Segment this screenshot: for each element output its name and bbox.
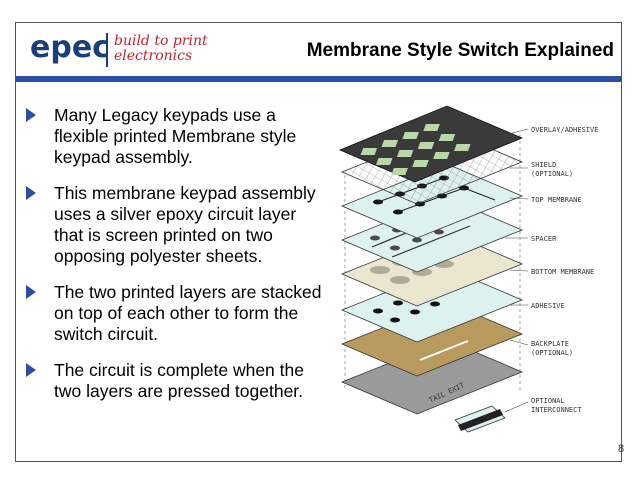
membrane-exploded-diagram: TAIL EXIT OVERLAY/ADHESIVE SHIELD (OPTIO… bbox=[338, 105, 598, 433]
shield-label: SHIELD bbox=[531, 161, 556, 169]
bullet-text: This membrane keypad assembly uses a sil… bbox=[54, 183, 316, 266]
backplate-slot bbox=[419, 340, 469, 361]
logo-tagline-line1: build to print bbox=[114, 33, 208, 49]
overlay-adhesive-label: OVERLAY/ADHESIVE bbox=[531, 126, 598, 134]
top-membrane-label: TOP MEMBRANE bbox=[531, 196, 582, 204]
logo-tagline-line2: electronics bbox=[114, 48, 193, 64]
page-number: 8 bbox=[618, 443, 625, 455]
header-rule bbox=[15, 76, 622, 82]
bullet-text: The circuit is complete when the two lay… bbox=[54, 360, 304, 401]
bullet-arrow-icon bbox=[26, 363, 36, 377]
bullet-text: The two printed layers are stacked on to… bbox=[54, 282, 322, 344]
bullet-text: Many Legacy keypads use a flexible print… bbox=[54, 105, 297, 167]
logo-wordmark: epec bbox=[30, 30, 110, 65]
slide-title: Membrane Style Switch Explained bbox=[306, 40, 614, 61]
backplate-optional-label: (OPTIONAL) bbox=[531, 349, 573, 357]
bullet-item: This membrane keypad assembly uses a sil… bbox=[22, 183, 322, 267]
bullet-item: The circuit is complete when the two lay… bbox=[22, 360, 322, 402]
spacer-label: SPACER bbox=[531, 235, 557, 243]
logo-divider bbox=[106, 33, 108, 67]
logo-tagline: build to print electronics bbox=[114, 34, 208, 64]
bullet-item: The two printed layers are stacked on to… bbox=[22, 282, 322, 345]
bullet-arrow-icon bbox=[26, 285, 36, 299]
shield-optional-label: (OPTIONAL) bbox=[531, 170, 573, 178]
bullet-list: Many Legacy keypads use a flexible print… bbox=[22, 105, 322, 417]
overlay-keys bbox=[360, 124, 471, 175]
bullet-item: Many Legacy keypads use a flexible print… bbox=[22, 105, 322, 168]
backplate-label: BACKPLATE bbox=[531, 340, 569, 348]
interconnect-label: INTERCONNECT bbox=[531, 406, 582, 414]
adhesive-label: ADHESIVE bbox=[531, 302, 565, 310]
interconnect-optional-label: OPTIONAL bbox=[531, 397, 565, 405]
interconnect-connector bbox=[458, 409, 503, 431]
bottom-membrane-label: BOTTOM MEMBRANE bbox=[531, 268, 594, 276]
bullet-arrow-icon bbox=[26, 108, 36, 122]
slide-frame bbox=[15, 22, 622, 462]
leader-lines bbox=[504, 128, 529, 413]
bullet-arrow-icon bbox=[26, 186, 36, 200]
